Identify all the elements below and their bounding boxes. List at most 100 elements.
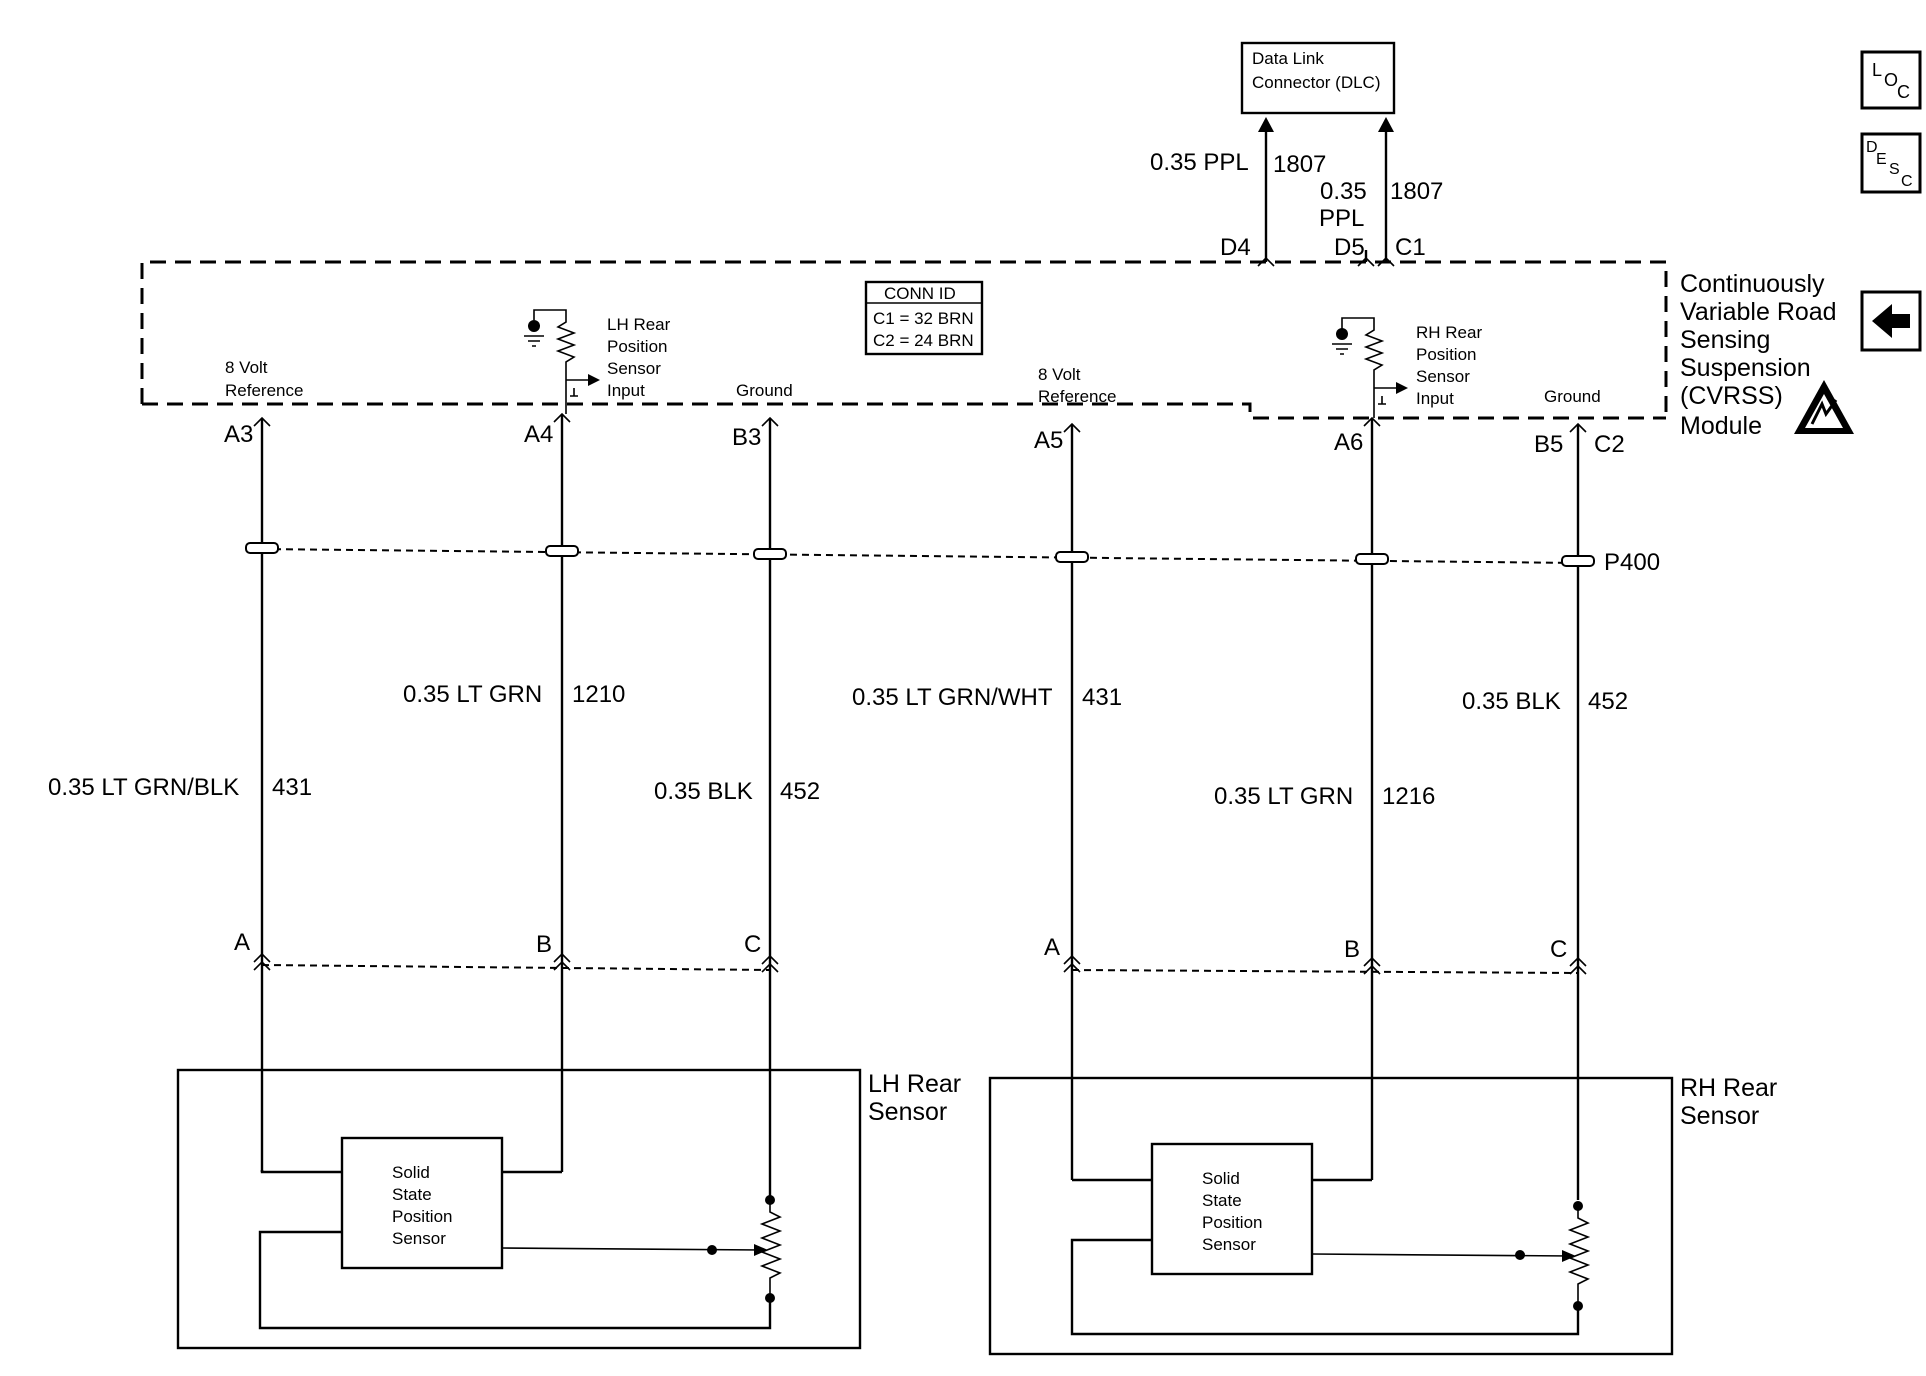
lh-wiper-dot <box>707 1245 717 1255</box>
lh-wire-a-in <box>260 1170 342 1174</box>
lh-input-tap <box>570 388 578 397</box>
rh-pin-mark-c <box>1569 956 1587 975</box>
dlc-arrow-right-icon <box>1378 117 1394 132</box>
wire-label-a6: 0.35 LT GRN <box>1214 783 1353 810</box>
p400-pin-a5 <box>1055 551 1089 563</box>
loc-icon <box>1860 50 1922 110</box>
module-boundary-bottom <box>142 402 1666 420</box>
desc-icon <box>1860 132 1922 194</box>
sensor-connectors: A B C A B C <box>234 929 1587 975</box>
rh-potentiometer <box>1567 1206 1591 1306</box>
wire-circuit-a4: 1210 <box>572 681 625 708</box>
rh-ssps-line1: Solid <box>1202 1169 1240 1188</box>
p400-pin-a4 <box>545 545 579 557</box>
label-a6-line1: RH Rear <box>1416 323 1482 342</box>
lh-loop-wire <box>258 1230 772 1330</box>
lh-rear-sensor: LH Rear Sensor Solid State Position Sens… <box>176 1068 961 1350</box>
wire-circuit-b5: 452 <box>1588 688 1628 715</box>
pin-c1: C1 <box>1395 234 1426 261</box>
rh-sensor-name-line1: RH Rear <box>1680 1074 1777 1102</box>
desc-letter-s: S <box>1889 161 1900 178</box>
desc-letter-d: D <box>1866 139 1878 156</box>
label-a5-line2: Reference <box>1038 387 1116 406</box>
rh-pin-a: A <box>1044 934 1060 961</box>
rh-ground-icon <box>1332 343 1352 355</box>
cvrss-module: Continuously Variable Road Sensing Suspe… <box>140 260 1854 440</box>
dlc-label-line2: Connector (DLC) <box>1252 73 1381 92</box>
rh-pullup-resistor <box>1341 317 1385 418</box>
pin-d5: D5 <box>1334 234 1365 261</box>
lh-ssps-line4: Sensor <box>392 1229 446 1248</box>
pin-c2: C2 <box>1594 431 1625 458</box>
dlc-right-circuit: 1807 <box>1390 178 1443 205</box>
lh-ssps-line1: Solid <box>392 1163 430 1182</box>
side-buttons: L O C D E S C <box>1860 50 1922 352</box>
pin-mark-a5 <box>1063 422 1081 433</box>
label-a6-line3: Sensor <box>1416 367 1470 386</box>
lh-wiper-line <box>501 1247 765 1251</box>
conn-id-title: CONN ID <box>884 284 956 303</box>
desc-letter-e: E <box>1876 151 1887 168</box>
module-name-line2: Variable Road <box>1680 298 1837 326</box>
back-button[interactable] <box>1860 290 1922 352</box>
module-name: Continuously Variable Road Sensing Suspe… <box>1680 270 1837 440</box>
pin-mark-b5 <box>1569 422 1587 433</box>
rh-ground-dot <box>1336 328 1348 340</box>
inline-connector-p400: P400 <box>245 542 1660 576</box>
label-b3: Ground <box>736 381 793 400</box>
module-name-line4: Suspension <box>1680 354 1811 382</box>
label-a6-line2: Position <box>1416 345 1476 364</box>
conn-id-c1: C1 = 32 BRN <box>873 309 974 328</box>
back-arrow-icon <box>1872 304 1910 338</box>
dlc-block: Data Link Connector (DLC) <box>1240 41 1396 115</box>
pin-b5: B5 <box>1534 431 1563 458</box>
rh-sensor-housing <box>988 1076 1674 1356</box>
label-b5: Ground <box>1544 387 1601 406</box>
lh-solid-state-sensor <box>340 1136 504 1270</box>
lh-ssps-line3: Position <box>392 1207 452 1226</box>
label-a5-line1: 8 Volt <box>1038 365 1081 384</box>
rh-input-arrow-icon <box>1396 382 1408 394</box>
pin-b3: B3 <box>732 424 761 451</box>
dlc-left-circuit: 1807 <box>1273 151 1326 178</box>
p400-pin-b3 <box>753 548 787 560</box>
lh-potentiometer <box>759 1200 783 1298</box>
dlc-left-wire-label: 0.35 PPL <box>1150 149 1249 176</box>
rh-pin-b: B <box>1344 936 1360 963</box>
rh-loop-wire <box>1070 1238 1580 1336</box>
rh-sensor-connector-line <box>1071 969 1579 974</box>
loc-button[interactable]: L O C <box>1860 50 1922 110</box>
pin-a5: A5 <box>1034 427 1063 454</box>
rh-wiper-dot <box>1515 1250 1525 1260</box>
esd-warning-icon <box>1794 380 1854 434</box>
lh-pullup-resistor <box>533 309 577 414</box>
pin-d4: D4 <box>1220 234 1251 261</box>
rh-pin-mark-b <box>1363 956 1381 975</box>
label-a4-line1: LH Rear <box>607 315 671 334</box>
lh-pin-mark-c <box>761 954 779 973</box>
lh-ssps-line2: State <box>392 1185 432 1204</box>
wire-circuit-b3: 452 <box>780 778 820 805</box>
lh-pin-b: B <box>536 931 552 958</box>
desc-button[interactable]: D E S C <box>1860 132 1922 194</box>
loc-letter-o: O <box>1884 70 1898 90</box>
lh-sensor-name-line1: LH Rear <box>868 1070 961 1098</box>
wire-label-a4: 0.35 LT GRN <box>403 681 542 708</box>
pin-mark-a6 <box>1363 416 1381 427</box>
rh-wiper-line <box>1311 1253 1573 1257</box>
dlc-right-color: PPL <box>1319 205 1364 232</box>
lh-sensor-name-line2: Sensor <box>868 1098 947 1126</box>
label-a4-line4: Input <box>607 381 645 400</box>
label-a4-line3: Sensor <box>607 359 661 378</box>
lh-input-circuit <box>524 309 600 414</box>
lh-sensor-connector-line <box>261 964 771 971</box>
desc-letter-c: C <box>1901 173 1913 190</box>
rh-pin-c: C <box>1550 936 1567 963</box>
label-a3-line2: Reference <box>225 381 303 400</box>
rh-pin-mark-a <box>1063 954 1081 973</box>
loc-letter-c: C <box>1897 82 1910 102</box>
pin-mark-a3 <box>253 416 271 427</box>
rh-input-circuit <box>1332 317 1408 418</box>
rh-sensor-name-line2: Sensor <box>1680 1102 1759 1130</box>
p400-pin-a6 <box>1355 553 1389 565</box>
